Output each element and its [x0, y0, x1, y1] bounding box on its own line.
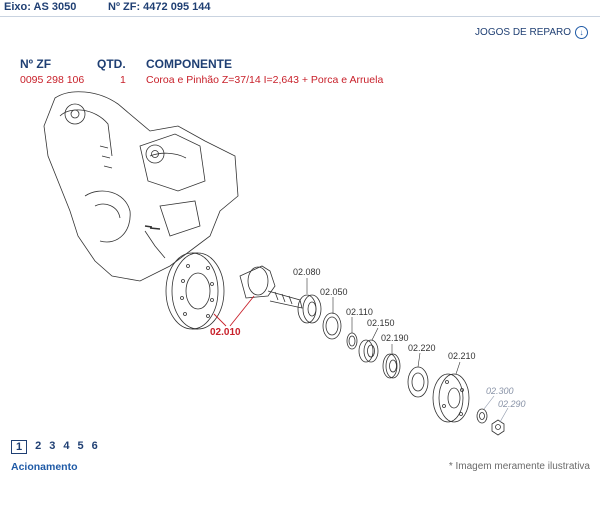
row-zf: 0095 298 106	[20, 74, 85, 86]
circle-down-arrow-icon: ↓	[575, 26, 588, 39]
callout-02-210: 02.210	[448, 351, 476, 361]
callout-02-300: 02.300	[486, 386, 514, 396]
callout-02-050: 02.050	[320, 287, 348, 297]
pagination: 1 2 3 4 5 6	[11, 440, 98, 454]
top-bar: Eixo: AS 3050 Nº ZF: 4472 095 144	[0, 0, 600, 17]
col-header-component: COMPONENTE	[146, 57, 233, 71]
callout-02-150: 02.150	[367, 318, 395, 328]
row-component: Coroa e Pinhão Z=37/14 I=2,643 + Porca e…	[146, 74, 384, 86]
page-3[interactable]: 3	[49, 440, 56, 452]
page-2[interactable]: 2	[35, 440, 42, 452]
callout-02-080: 02.080	[293, 267, 321, 277]
col-header-qty: QTD.	[97, 57, 126, 71]
section-link-acionamento[interactable]: Acionamento	[11, 461, 78, 473]
row-qty: 1	[120, 74, 126, 86]
zf-number-label: Nº ZF: 4472 095 144	[108, 1, 211, 13]
repair-kits-link[interactable]: JOGOS DE REPARO ↓	[475, 26, 588, 39]
page-5[interactable]: 5	[77, 440, 84, 452]
col-header-zf: Nº ZF	[20, 57, 52, 71]
page-1[interactable]: 1	[11, 440, 28, 454]
page-4[interactable]: 4	[63, 440, 70, 452]
illustrative-note: * Imagem meramente ilustrativa	[448, 461, 590, 472]
callout-02-220: 02.220	[408, 343, 436, 353]
repair-kits-label: JOGOS DE REPARO	[475, 27, 571, 38]
callout-02-290: 02.290	[498, 399, 526, 409]
callout-02-190: 02.190	[381, 333, 409, 343]
callout-02-110: 02.110	[346, 307, 373, 317]
exploded-parts-diagram: 02.080 02.050 02.110 02.150 02.190 02.22…	[43, 91, 526, 436]
callout-02-010[interactable]: 02.010	[210, 327, 241, 338]
page-6[interactable]: 6	[91, 440, 98, 452]
axle-label: Eixo: AS 3050	[4, 1, 77, 13]
